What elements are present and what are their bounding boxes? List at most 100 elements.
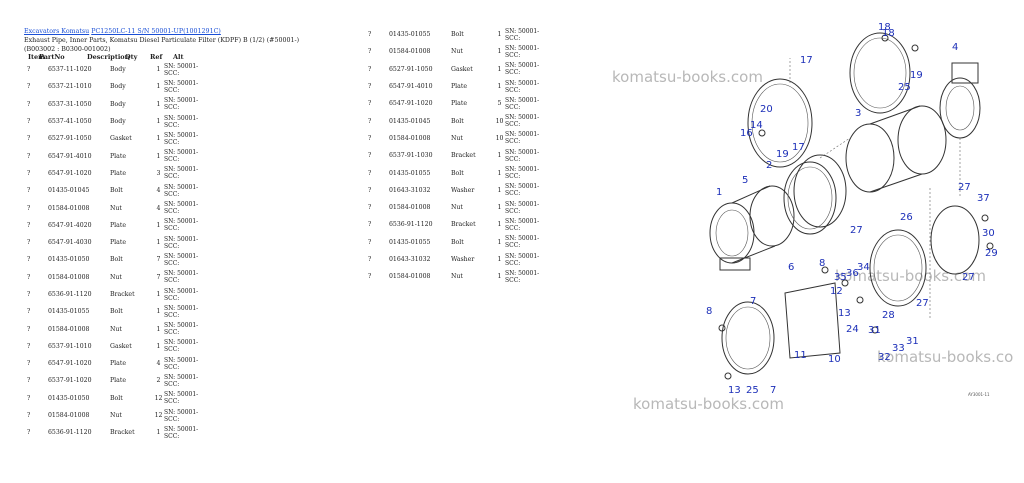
partno-cell: 6527-91-1050 bbox=[389, 65, 433, 73]
breadcrumb-link-model[interactable]: PC1250LC-11 S/N 50001-UP(1001291C) bbox=[91, 28, 221, 35]
item-cell: ? bbox=[27, 308, 31, 316]
callout-label: 4 bbox=[952, 42, 958, 53]
callout-label: 36 bbox=[846, 268, 859, 279]
ref-cell: SN: 50001-SCC: bbox=[505, 44, 540, 59]
ref-cell: SN: 50001-SCC: bbox=[164, 235, 199, 250]
ref-cell: SN: 50001-SCC: bbox=[164, 183, 199, 198]
ref-cell: SN: 50001-SCC: bbox=[505, 269, 540, 284]
item-cell: ? bbox=[27, 135, 31, 143]
item-cell: ? bbox=[27, 100, 31, 108]
ref-cell: SN: 50001-SCC: bbox=[505, 148, 540, 163]
qty-cell: 12 bbox=[154, 394, 163, 402]
item-cell: ? bbox=[27, 66, 31, 74]
callout-label: 10 bbox=[828, 354, 841, 365]
qty-cell: 1 bbox=[497, 273, 502, 281]
item-cell: ? bbox=[368, 169, 372, 177]
qty-cell: 10 bbox=[495, 134, 504, 142]
col-ref: Ref bbox=[150, 53, 163, 61]
partno-cell: 6547-91-1020 bbox=[389, 100, 433, 108]
breadcrumb-link-excavators[interactable]: Excavators Komatsu bbox=[24, 28, 90, 35]
description-cell: Plate bbox=[110, 377, 126, 385]
callout-label: 25 bbox=[746, 385, 759, 396]
qty-cell: 4 bbox=[156, 187, 161, 195]
partno-cell: 6536-91-1120 bbox=[48, 291, 92, 298]
description-cell: Nut bbox=[451, 204, 463, 212]
partno-cell: 01584-01008 bbox=[389, 204, 431, 212]
callout-label: 18 bbox=[882, 28, 895, 39]
description-cell: Bolt bbox=[451, 31, 464, 39]
ref-cell: SN: 50001-SCC: bbox=[164, 114, 199, 129]
watermark: komatsu-books.com bbox=[835, 267, 986, 285]
ref-cell: SN: 50001-SCC: bbox=[164, 356, 199, 371]
ref-cell: SN: 50001-SCC: bbox=[164, 287, 199, 302]
callout-label: 16 bbox=[740, 128, 753, 139]
partno-cell: 6537-41-1050 bbox=[48, 118, 92, 126]
qty-cell: 1 bbox=[156, 325, 161, 333]
description-cell: Body bbox=[110, 83, 126, 91]
item-cell: ? bbox=[368, 221, 372, 229]
partno-cell: 01435-01045 bbox=[48, 187, 90, 195]
ref-cell: SN: 50001-SCC: bbox=[164, 391, 199, 406]
body-part bbox=[709, 185, 795, 271]
item-cell: ? bbox=[368, 256, 372, 263]
partno-cell: 6547-91-1020 bbox=[48, 169, 92, 177]
ref-cell: SN: 50001-SCC: bbox=[505, 62, 540, 77]
item-cell: ? bbox=[368, 83, 372, 91]
ref-cell: SN: 50001-SCC: bbox=[505, 166, 540, 181]
description-cell: Plate bbox=[110, 169, 126, 177]
item-cell: ? bbox=[27, 169, 31, 177]
partno-cell: 01435-01050 bbox=[48, 394, 90, 402]
qty-cell: 1 bbox=[156, 66, 161, 74]
partno-cell: 6537-91-1010 bbox=[48, 342, 92, 350]
callout-label: 17 bbox=[792, 142, 805, 153]
item-cell: ? bbox=[368, 31, 372, 39]
ref-cell: SN: 50001-SCC: bbox=[164, 425, 199, 440]
ref-cell: SN: 50001-SCC: bbox=[505, 79, 540, 94]
partno-cell: 6537-31-1050 bbox=[48, 100, 92, 108]
page-header: Excavators Komatsu PC1250LC-11 S/N 50001… bbox=[24, 27, 324, 54]
description-cell: Plate bbox=[110, 221, 126, 229]
callout-label: 27 bbox=[850, 225, 863, 236]
qty-cell: 1 bbox=[156, 291, 161, 298]
qty-cell: 1 bbox=[497, 256, 502, 263]
callout-label: 12 bbox=[830, 286, 843, 297]
qty-cell: 1 bbox=[156, 135, 161, 143]
callout-label: 28 bbox=[882, 310, 895, 321]
item-cell: ? bbox=[27, 221, 31, 229]
callout-label: 7 bbox=[770, 385, 776, 396]
description-cell: Body bbox=[110, 100, 126, 108]
description-cell: Plate bbox=[451, 83, 467, 91]
item-cell: ? bbox=[27, 342, 31, 350]
qty-cell: 1 bbox=[497, 186, 502, 194]
qty-cell: 2 bbox=[156, 377, 161, 385]
qty-cell: 1 bbox=[497, 31, 502, 39]
callout-label: 3 bbox=[855, 108, 861, 119]
qty-cell: 1 bbox=[156, 152, 161, 160]
ref-cell: SN: 50001-SCC: bbox=[505, 114, 540, 129]
ref-cell: SN: 50001-SCC: bbox=[164, 408, 199, 423]
qty-cell: 1 bbox=[497, 169, 502, 177]
description-cell: Nut bbox=[451, 134, 463, 142]
qty-cell: 1 bbox=[497, 48, 502, 56]
callout-label: 2 bbox=[766, 160, 772, 171]
item-cell: ? bbox=[27, 187, 31, 195]
ref-cell: SN: 50001-SCC: bbox=[505, 131, 540, 146]
ref-cell: SN: 50001-SCC: bbox=[164, 149, 199, 164]
ref-cell: SN: 50001-SCC: bbox=[505, 27, 540, 42]
callout-label: 19 bbox=[776, 149, 789, 160]
partno-cell: 01584-01008 bbox=[389, 48, 431, 56]
item-cell: ? bbox=[27, 412, 31, 420]
item-cell: ? bbox=[368, 48, 372, 56]
qty-cell: 5 bbox=[497, 100, 502, 108]
